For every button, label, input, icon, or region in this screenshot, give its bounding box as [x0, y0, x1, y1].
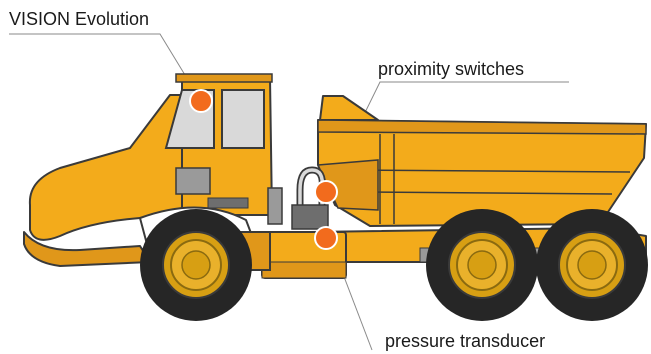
- rear-wheel: [536, 209, 648, 321]
- cab-roof: [176, 74, 272, 82]
- cab-step: [208, 198, 248, 208]
- middle-wheel: [426, 209, 538, 321]
- engine-panel: [176, 168, 210, 194]
- dump-body-front-spike: [320, 96, 378, 120]
- side-tank: [268, 188, 282, 224]
- callout-pressure-transducer: pressure transducer: [385, 330, 545, 352]
- cab-window-side: [222, 90, 264, 148]
- sensor-marker-vision: [190, 90, 212, 112]
- sensor-marker-proximity: [315, 181, 337, 203]
- leader-line-vision: [9, 34, 199, 98]
- articulation-shadow: [262, 262, 346, 278]
- callout-proximity-switches: proximity switches: [378, 58, 524, 80]
- callout-vision-evolution: VISION Evolution: [9, 8, 149, 30]
- sensor-marker-pressure: [315, 227, 337, 249]
- front-wheel: [140, 209, 252, 321]
- dump-body-rim: [318, 120, 646, 134]
- hitch-block: [292, 205, 328, 229]
